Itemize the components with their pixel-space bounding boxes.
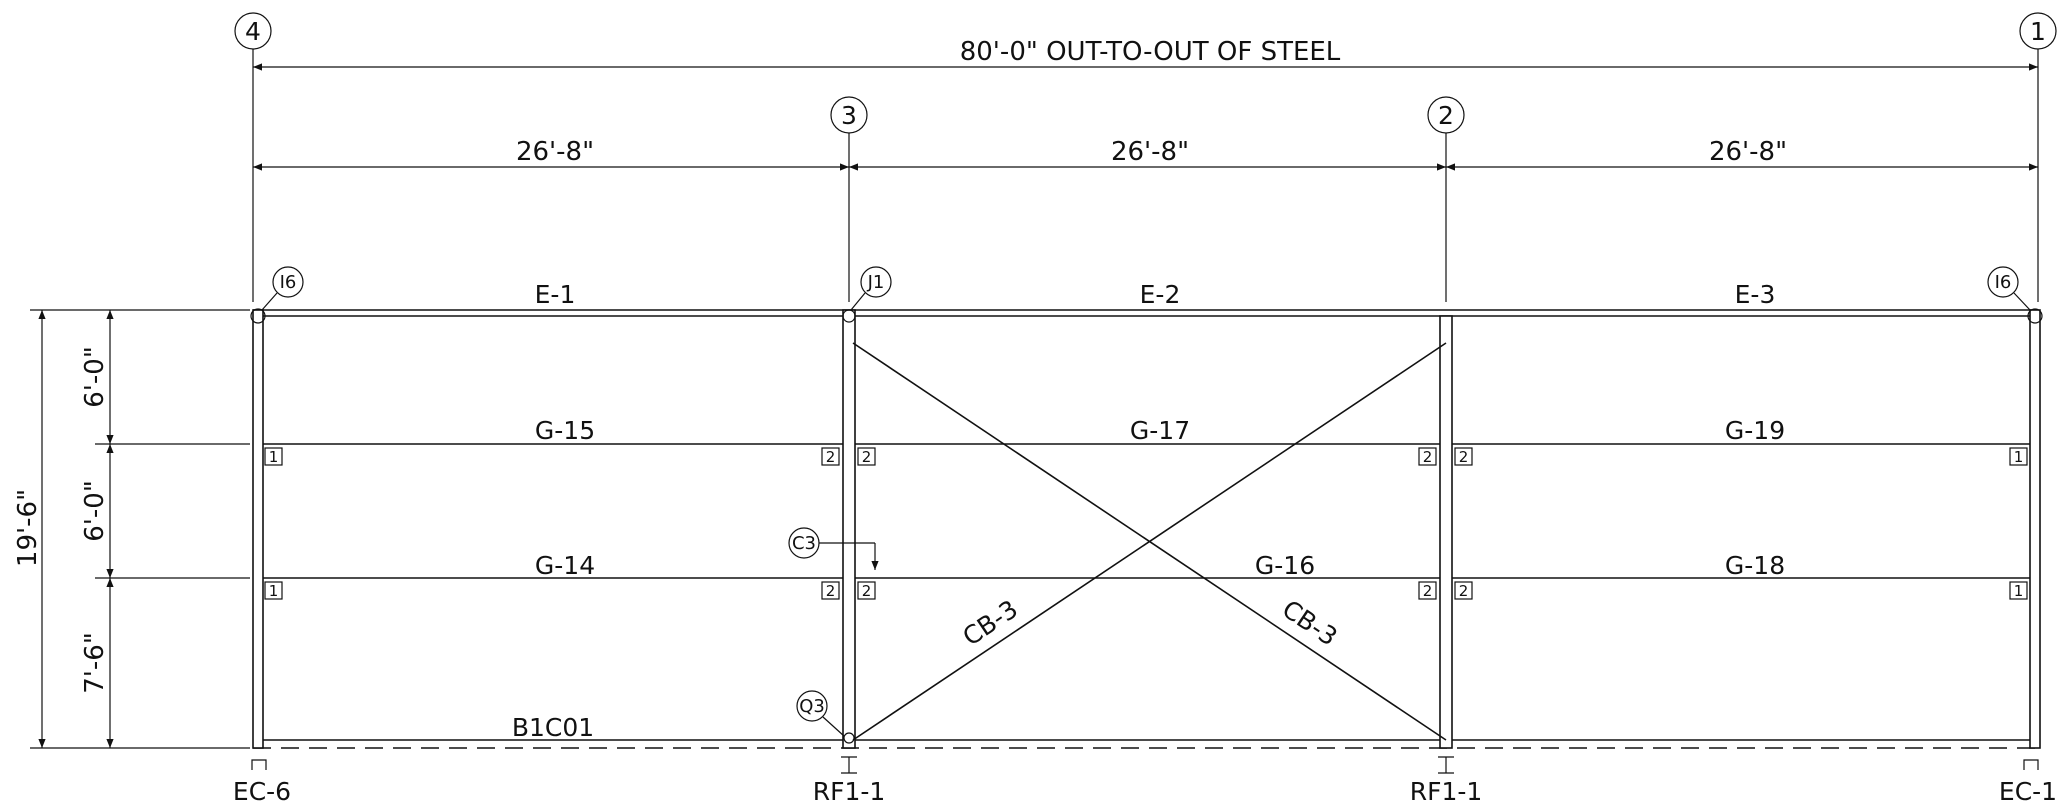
column-cap-left (250, 308, 266, 324)
svg-text:4: 4 (245, 17, 261, 46)
connection-tag-C3: C3 (788, 527, 879, 570)
connection-tag-I6-left: I6 (261, 266, 304, 311)
overall-dimension: 80'-0" OUT-TO-OUT OF STEEL (253, 37, 2038, 71)
height-total-dimension: 19'-6" (13, 310, 46, 748)
svg-text:Q3: Q3 (799, 696, 825, 717)
cross-bracing (852, 342, 1447, 741)
eave-strut (253, 309, 2038, 317)
svg-text:1: 1 (269, 582, 279, 600)
svg-text:2: 2 (1459, 582, 1469, 600)
height-segment-3: 7'-6" (80, 632, 110, 694)
svg-text:3: 3 (841, 101, 857, 130)
svg-text:I6: I6 (1995, 272, 2012, 293)
column-endwall-right (2029, 309, 2041, 749)
connection-tag-I6-right: I6 (1987, 266, 2031, 311)
column-section-symbols (251, 756, 2039, 774)
height-segment-2: 6'-0" (80, 480, 110, 542)
height-segment-dimensions: 6'-0" 6'-0" 7'-6" (80, 310, 114, 748)
height-extension-lines (30, 309, 250, 749)
svg-text:2: 2 (862, 448, 872, 466)
svg-text:2: 2 (1423, 582, 1433, 600)
gridline-bubble-4: 4 (234, 12, 272, 50)
member-label-E-2: E-2 (1140, 280, 1181, 309)
member-label-G-16: G-16 (1255, 551, 1315, 580)
svg-text:2: 2 (1459, 448, 1469, 466)
svg-text:2: 2 (826, 582, 836, 600)
gridline-bubble-2: 2 (1427, 96, 1465, 134)
svg-text:1: 1 (2014, 582, 2024, 600)
column-frame-3 (842, 309, 856, 749)
base-angle (253, 739, 2038, 749)
column-frame-2 (1439, 315, 1453, 749)
member-label-G-19: G-19 (1725, 416, 1785, 445)
member-label-G-14: G-14 (535, 551, 595, 580)
column-mark-RF1-1-b: RF1-1 (1410, 777, 1483, 806)
column-base-cap-mid (843, 732, 855, 744)
svg-text:1: 1 (269, 448, 279, 466)
column-endwall-left (252, 309, 264, 749)
connection-tag-Q3: Q3 (796, 690, 845, 737)
svg-text:C3: C3 (792, 533, 816, 554)
svg-text:2: 2 (1423, 448, 1433, 466)
height-total-text: 19'-6" (13, 489, 43, 567)
member-label-E-3: E-3 (1735, 280, 1776, 309)
member-label-E-1: E-1 (535, 280, 576, 309)
bay-dimensions: 26'-8" 26'-8" 26'-8" (253, 137, 2038, 171)
girt-clip-boxes-lower: 1 2 2 2 2 1 (264, 581, 2028, 600)
column-cap-mid (842, 309, 856, 323)
overall-dimension-text: 80'-0" OUT-TO-OUT OF STEEL (960, 37, 1341, 67)
svg-text:1: 1 (2030, 17, 2046, 46)
svg-text:2: 2 (862, 582, 872, 600)
girt-clip-boxes-upper: 1 2 2 2 2 1 (264, 447, 2028, 466)
bracing-label-right: CB-3 (1277, 594, 1343, 651)
connection-tag-J1: J1 (850, 266, 892, 311)
bay-dimension-1: 26'-8" (516, 137, 594, 167)
svg-text:I6: I6 (280, 272, 297, 293)
member-label-G-15: G-15 (535, 416, 595, 445)
column-mark-EC-1: EC-1 (1999, 777, 2057, 806)
member-label-G-17: G-17 (1130, 416, 1190, 445)
height-segment-1: 6'-0" (80, 346, 110, 408)
gridline-bubble-3: 3 (830, 96, 868, 134)
column-mark-RF1-1-a: RF1-1 (813, 777, 886, 806)
svg-text:2: 2 (1438, 101, 1454, 130)
member-label-B1C01: B1C01 (512, 713, 594, 742)
svg-text:1: 1 (2014, 448, 2024, 466)
bay-dimension-3: 26'-8" (1709, 137, 1787, 167)
svg-text:J1: J1 (867, 272, 885, 293)
column-mark-EC-6: EC-6 (233, 777, 291, 806)
member-label-G-18: G-18 (1725, 551, 1785, 580)
column-cap-right (2027, 308, 2043, 324)
gridline-bubble-1: 1 (2019, 12, 2057, 50)
gridline-extension-lines (252, 49, 2039, 302)
bay-dimension-2: 26'-8" (1111, 137, 1189, 167)
bracing-label-left: CB-3 (957, 594, 1023, 651)
svg-text:2: 2 (826, 448, 836, 466)
